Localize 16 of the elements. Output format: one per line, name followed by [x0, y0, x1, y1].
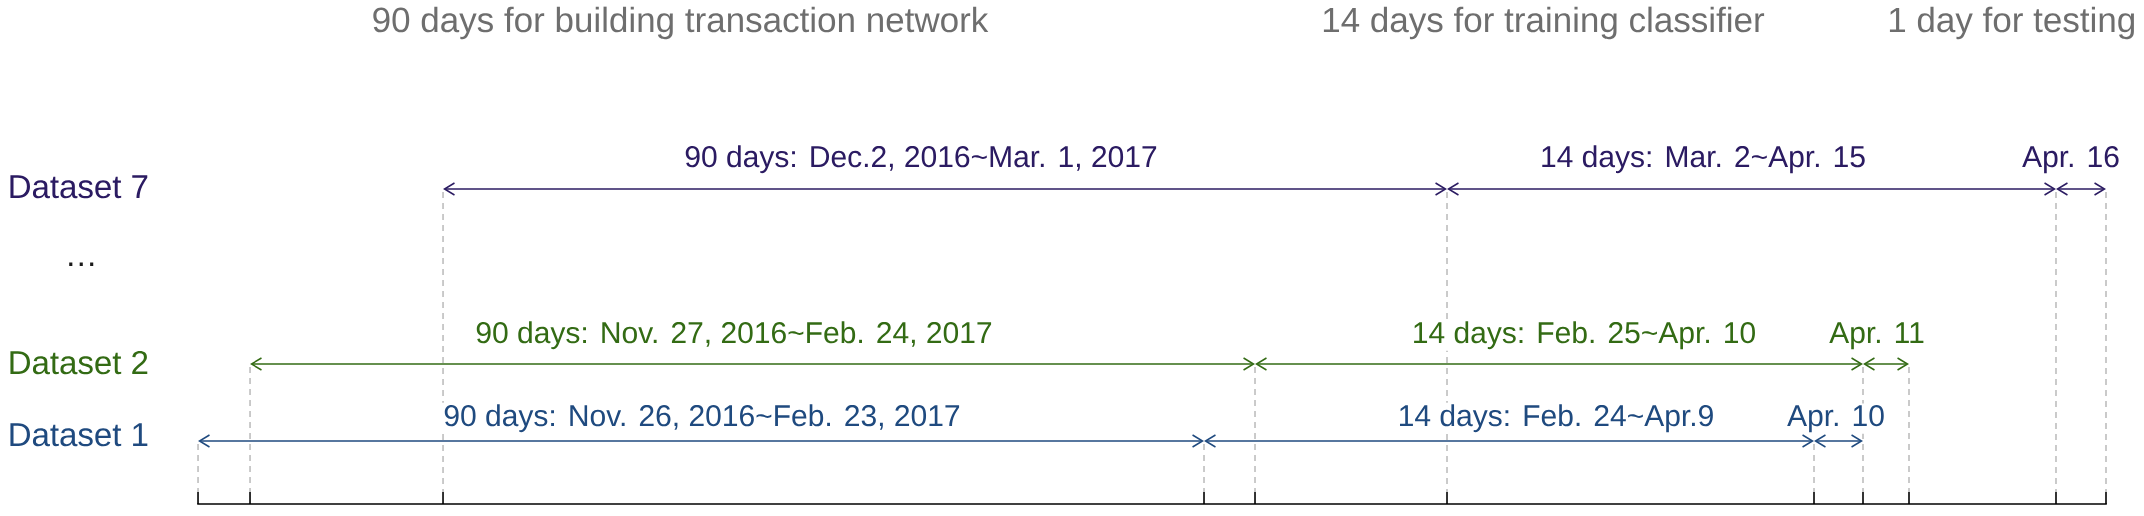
- ellipsis: …: [63, 260, 100, 268]
- date-label: Apr. 10: [1785, 403, 1887, 434]
- dataset-label: Dataset 2: [6, 349, 151, 376]
- column-heading: 1 day for testing: [1885, 5, 2138, 41]
- dataset-label: Dataset 7: [6, 173, 151, 200]
- column-heading: 14 days for training classifier: [1319, 5, 1767, 41]
- date-label: Apr. 16: [2020, 144, 2122, 175]
- span-label: 90 days: Nov. 27, 2016~Feb. 24, 2017: [473, 319, 995, 351]
- column-heading: 90 days for building transaction network: [370, 5, 990, 41]
- date-label: Apr. 11: [1827, 320, 1927, 351]
- span-label: 14 days: Feb. 24~Apr.9: [1396, 402, 1716, 434]
- dataset-label: Dataset 1: [6, 421, 151, 448]
- span-label: 90 days: Nov. 26, 2016~Feb. 23, 2017: [441, 402, 963, 434]
- span-label: 14 days: Mar. 2~Apr. 15: [1538, 143, 1868, 175]
- span-label: 90 days: Dec.2, 2016~Mar. 1, 2017: [682, 143, 1160, 175]
- span-label: 14 days: Feb. 25~Apr. 10: [1410, 319, 1758, 351]
